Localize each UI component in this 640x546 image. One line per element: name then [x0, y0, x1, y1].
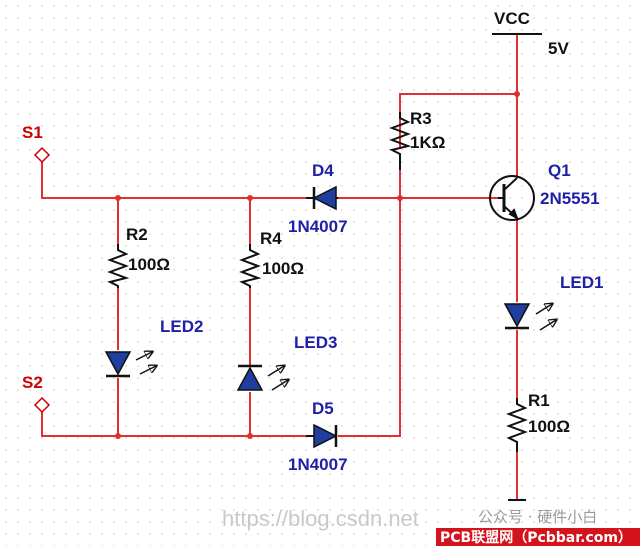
light-arrow-icon [139, 366, 156, 375]
junction-dot [115, 195, 121, 201]
r1-ref-label: R1 [528, 391, 550, 410]
vcc-label: VCC [494, 9, 530, 28]
led1 [503, 303, 556, 331]
led1-icon [503, 303, 531, 328]
led2-icon [104, 351, 132, 376]
resistors [107, 94, 528, 452]
wire-s2-bus [41, 412, 306, 437]
transistor-q1 [489, 175, 535, 221]
pcb-badge-label: PCB联盟网（Pcbbar.com） [440, 530, 632, 546]
light-arrow-icon [535, 304, 552, 315]
light-arrow-icon [135, 352, 152, 361]
led2 [104, 351, 156, 378]
pcb-badge-background [436, 528, 640, 546]
junction-dot [247, 195, 253, 201]
vcc-value-label: 5V [548, 39, 569, 58]
r1-value-label: 100Ω [528, 417, 570, 436]
r2-ref-label: R2 [126, 225, 148, 244]
junction-dot [397, 195, 403, 201]
q1-ref-label: Q1 [548, 161, 571, 180]
q1-value-label: 2N5551 [540, 189, 600, 208]
resistor-r4-icon [239, 244, 262, 288]
input-ports [33, 146, 51, 414]
transistor-collector [503, 177, 518, 191]
r2-value-label: 100Ω [128, 255, 170, 274]
junction-dot [247, 433, 253, 439]
s1-label: S1 [22, 123, 43, 142]
wire-d5-to-base [338, 198, 401, 437]
resistor-r1-icon [506, 398, 528, 452]
led1-label: LED1 [560, 273, 603, 292]
wechat-watermark: 公众号 · 硬件小白 [478, 508, 597, 526]
r4-value-label: 100Ω [262, 259, 304, 278]
s2-label: S2 [22, 373, 43, 392]
port-s2-icon [33, 396, 51, 414]
resistor-r3-icon [389, 112, 412, 170]
r3-ref-label: R3 [410, 109, 432, 128]
light-arrow-icon [539, 320, 556, 331]
led3 [236, 366, 288, 391]
port-s1-icon [33, 146, 51, 164]
light-arrow-icon [267, 366, 284, 377]
d4-value-label: 1N4007 [288, 217, 348, 236]
diode-d5 [306, 423, 338, 449]
led2-label: LED2 [160, 317, 203, 336]
junction-dot [115, 433, 121, 439]
r3-value-label: 1KΩ [410, 133, 445, 152]
wire-s1-bus [41, 162, 306, 199]
wires [41, 34, 518, 500]
transistor-emitter-arrow-icon [508, 208, 519, 221]
light-arrow-icon [271, 380, 288, 391]
led3-label: LED3 [294, 333, 337, 352]
d5-value-label: 1N4007 [288, 455, 348, 474]
junctions [115, 91, 520, 439]
r4-ref-label: R4 [260, 229, 282, 248]
transistor-q1-icon [489, 175, 535, 221]
d5-ref-label: D5 [312, 399, 334, 418]
led3-icon [236, 366, 264, 391]
d4-ref-label: D4 [312, 161, 334, 180]
junction-dot [514, 91, 520, 97]
resistor-r2-icon [107, 244, 130, 288]
csdn-watermark: https://blog.csdn.net [222, 506, 419, 531]
diode-d4 [306, 185, 338, 211]
